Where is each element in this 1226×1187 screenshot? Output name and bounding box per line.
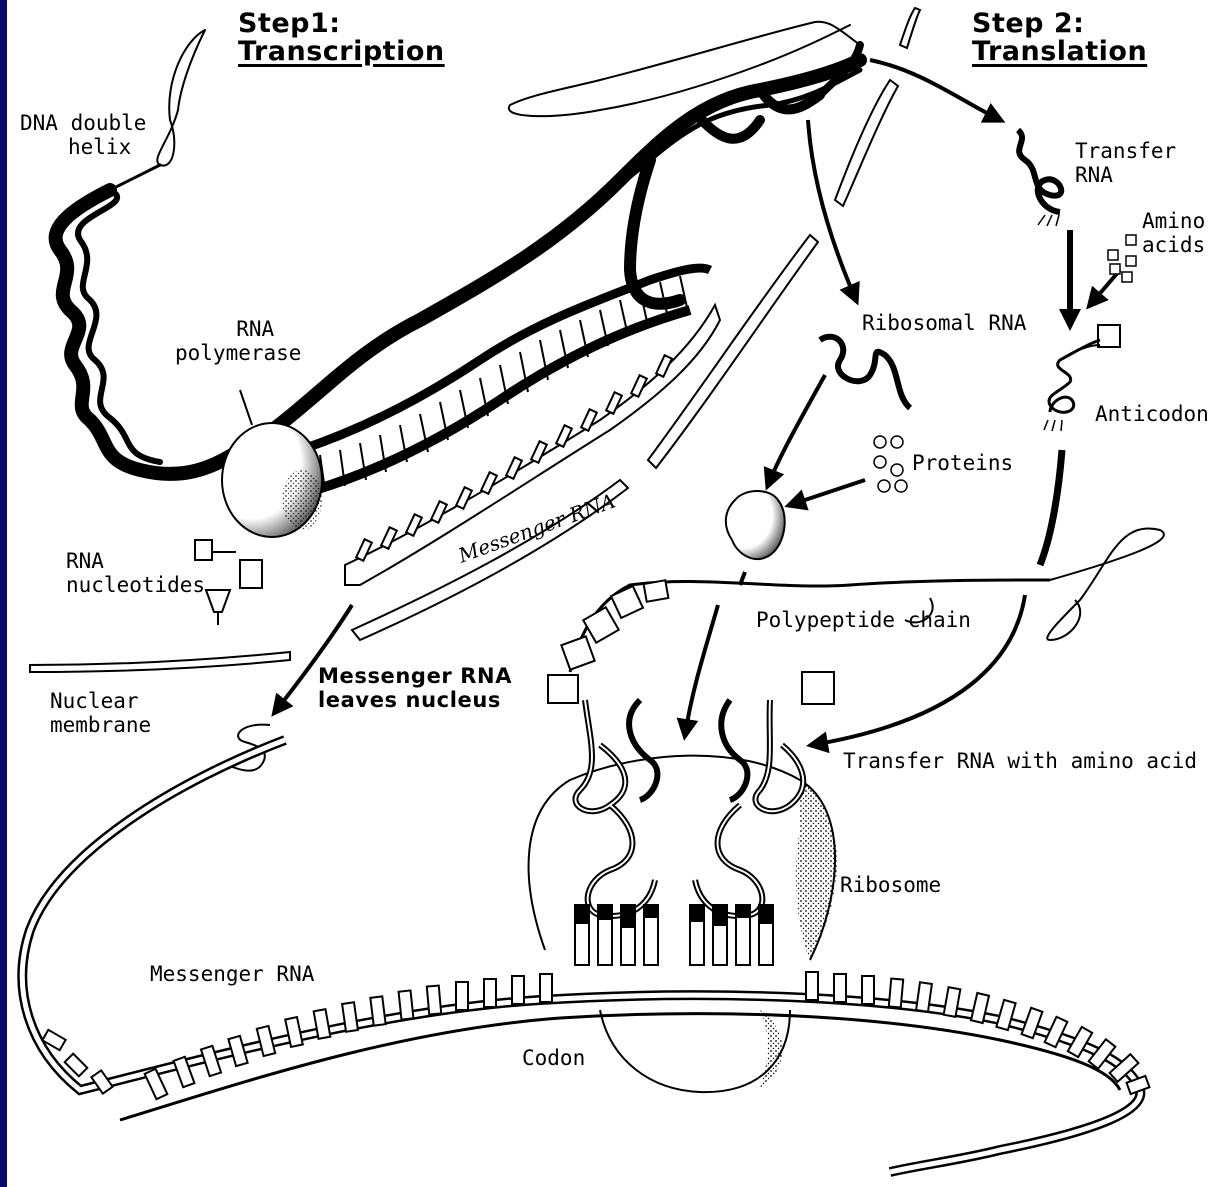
- transfer-rna-icon: [1018, 130, 1061, 226]
- rna-polymerase-blob: [222, 390, 322, 537]
- step1-title-line1: Step1:: [238, 10, 445, 38]
- label-codon: Codon: [522, 1047, 585, 1071]
- label-anticodon: Anticodon: [1095, 403, 1209, 427]
- label-proteins: Proteins: [912, 452, 1013, 476]
- step2-title-line2: Translation: [972, 38, 1147, 66]
- step2-title: Step 2: Translation: [972, 10, 1147, 67]
- step2-title-line1: Step 2:: [972, 10, 1147, 38]
- dna-double-helix: [56, 22, 860, 474]
- left-border: [0, 0, 7, 1187]
- step1-title: Step1: Transcription: [238, 10, 445, 67]
- label-transfer-rna-with-amino-acid: Transfer RNA with amino acid: [843, 750, 1197, 774]
- label-messenger-rna-bottom: Messenger RNA: [150, 963, 314, 987]
- ribosomal-rna-squiggle: [820, 337, 910, 408]
- label-ribosome: Ribosome: [840, 874, 941, 898]
- proteins-circles: [874, 436, 907, 492]
- amino-acid-boxes-on-trna: [802, 672, 834, 704]
- label-ribosomal-rna: Ribosomal RNA: [862, 312, 1026, 336]
- step1-title-line2: Transcription: [238, 38, 445, 66]
- amino-acids-squares: [1108, 235, 1136, 282]
- label-polypeptide-chain: Polypeptide chain: [756, 609, 971, 633]
- ribosome-subunit-blob: [726, 491, 785, 585]
